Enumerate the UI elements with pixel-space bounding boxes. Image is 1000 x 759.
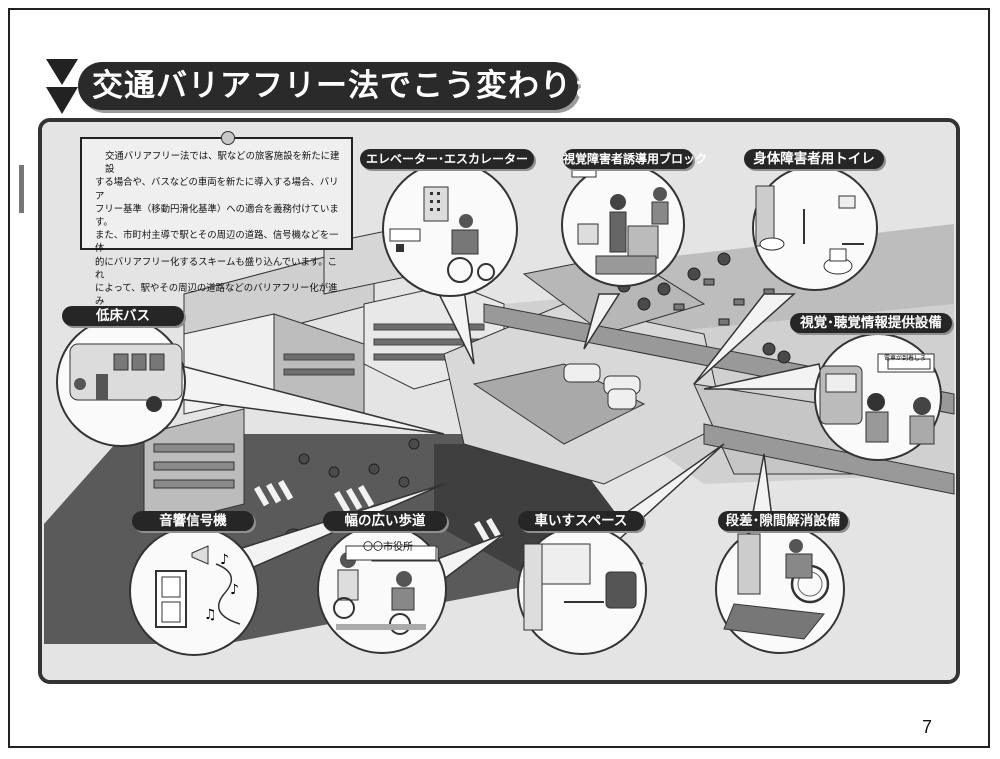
description-line: 的にバリアフリー化するスキームも盛り込んでいます。これ [95,256,338,281]
label-low-floor-bus: 低床バス [62,306,184,326]
label-step-gap: 段差･隙間解消設備 [718,511,848,531]
signal-circle: ♪ ♪ ♫ [129,526,259,656]
label-toilet: 身体障害者用トイレ [744,149,884,169]
bus-circle [56,317,186,447]
description-line: 交通バリアフリー法では、駅などの旅客施設を新たに建設 [105,151,340,176]
title-banner [78,62,578,110]
description-line: する場合や、バスなどの車両を新たに導入する場合、バリア [95,177,339,202]
announcement-sign: 電車が到着します [884,355,926,362]
elevator-circle [382,161,518,297]
double-arrow-icon [46,59,78,114]
description-line: また、市町村主導で駅とその周辺の道路、信号機などを一体 [95,230,339,255]
svg-text:♪: ♪ [230,582,239,598]
svg-text:♪: ♪ [220,552,229,568]
label-wide-sidewalk: 幅の広い歩道 [323,511,447,531]
description-line: フリー基準（移動円滑化基準）への適合を義務付けています。 [95,203,339,229]
city-hall-sign: 〇〇市役所 [363,542,413,553]
toilet-circle [752,165,878,291]
announcement-sign-box [887,358,931,370]
svg-text:♫: ♫ [204,607,217,623]
city-hall-sign-box [345,545,437,561]
label-elevator: エレベーター･エスカレーター [360,149,534,169]
pin-icon [221,131,235,145]
wheelchair-space-circle [517,525,647,655]
tactile-circle [561,163,685,287]
page-number: 7 [922,717,933,737]
page-title: 交通バリアフリー法でこう変わります。 [92,68,665,104]
label-sound-signal: 音響信号機 [132,511,254,531]
step-circle [715,524,845,654]
margin-tab [19,165,24,213]
label-wheelchair-space: 車いすスペース [518,511,644,531]
info-circle [814,333,942,461]
description-box: 交通バリアフリー法では、駅などの旅客施設を新たに建設 する場合や、バスなどの車両… [80,137,353,320]
label-tactile-block: 視覚障害者誘導用ブロック [563,149,707,169]
description-line: によって、駅やその周辺の道路などのバリアフリー化が進み [95,283,338,308]
label-info-equipment: 視覚･聴覚情報提供設備 [790,313,952,333]
